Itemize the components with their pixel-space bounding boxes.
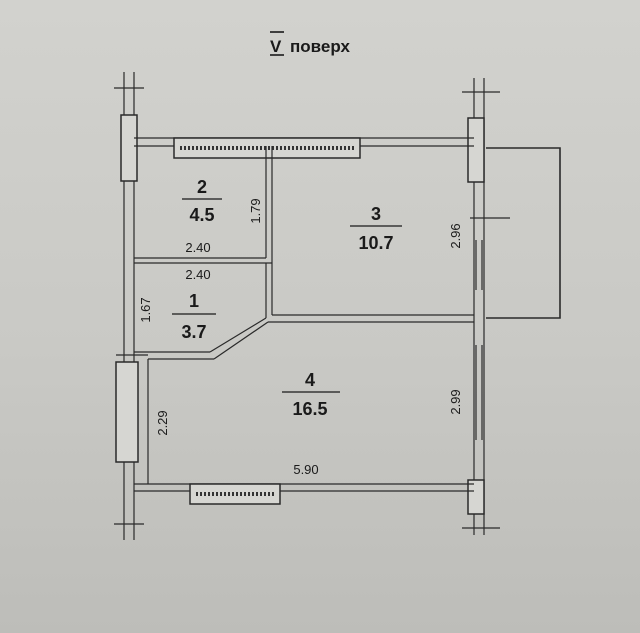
interior-walls <box>134 146 474 484</box>
room-4-number: 4 <box>305 370 315 390</box>
room-2-label: 2 4.5 <box>182 177 222 225</box>
left-window-top <box>120 114 138 182</box>
dim-room4-right-height: 2.99 <box>448 389 463 414</box>
room-2-area: 4.5 <box>189 205 214 225</box>
room-1-area: 3.7 <box>181 322 206 342</box>
right-wall <box>462 78 510 535</box>
right-window-top <box>467 117 485 183</box>
room-4-area: 16.5 <box>292 399 327 419</box>
dim-room2-height: 1.79 <box>248 198 263 223</box>
dim-room4-left-height: 2.29 <box>155 410 170 435</box>
dim-room3-height: 2.96 <box>448 223 463 248</box>
room-2-number: 2 <box>197 177 207 197</box>
room-3-label: 3 10.7 <box>350 204 402 253</box>
left-wall <box>114 72 148 540</box>
dim-room2-width: 2.40 <box>185 240 210 255</box>
top-wall <box>134 137 474 159</box>
left-window-bottom <box>115 361 139 463</box>
bottom-wall <box>134 483 474 505</box>
dim-room4-width: 5.90 <box>293 462 318 477</box>
bottom-window-unit <box>189 483 281 505</box>
dim-room1-width: 2.40 <box>185 267 210 282</box>
room-4-label: 4 16.5 <box>282 370 340 419</box>
room-3-number: 3 <box>371 204 381 224</box>
dim-room1-height: 1.67 <box>138 297 153 322</box>
room-1-number: 1 <box>189 291 199 311</box>
room-3-area: 10.7 <box>358 233 393 253</box>
floor-title-roman: V <box>270 37 282 56</box>
room-1-label: 1 3.7 <box>172 291 216 342</box>
right-window-bottom <box>467 479 485 515</box>
balcony-outline <box>486 147 561 319</box>
top-window-unit <box>173 137 361 159</box>
floor-title-word: поверх <box>290 37 350 56</box>
